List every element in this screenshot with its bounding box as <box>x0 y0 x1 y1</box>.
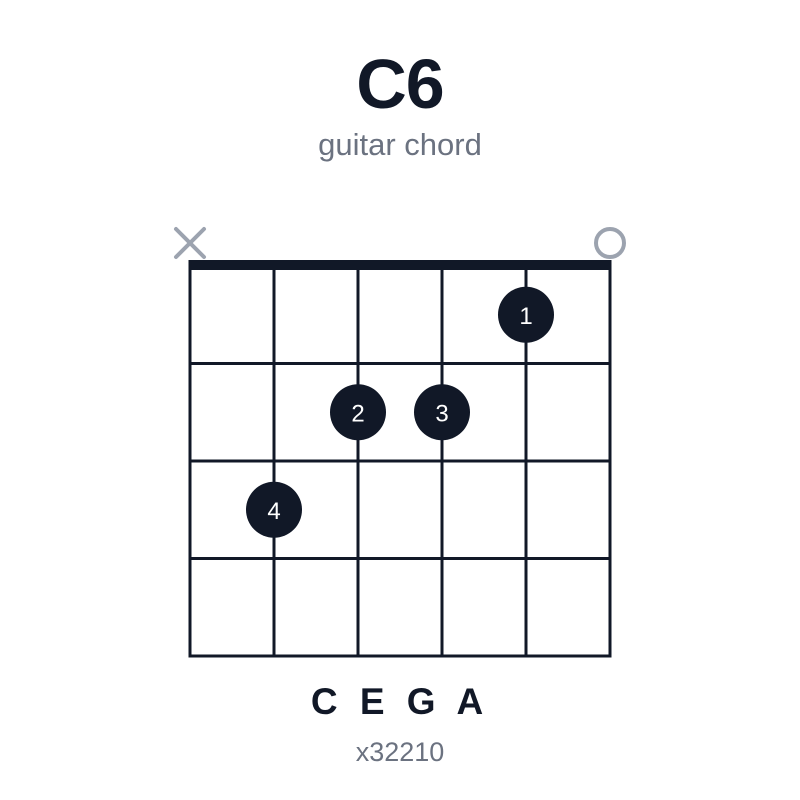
chord-name: C6 <box>356 45 444 123</box>
finger-dot-3: 3 <box>414 384 470 441</box>
open-string-icon <box>594 227 626 259</box>
chord-type-label: guitar chord <box>318 127 482 162</box>
chord-fingering: x32210 <box>355 737 445 767</box>
finger-dot-4: 4 <box>246 481 302 538</box>
nut <box>188 260 612 270</box>
finger-number: 4 <box>267 498 280 525</box>
muted-string-icon <box>174 227 206 259</box>
finger-dot-1: 1 <box>498 286 554 343</box>
finger-number: 1 <box>519 303 532 330</box>
finger-dot-2: 2 <box>330 384 386 441</box>
finger-number: 3 <box>435 400 448 427</box>
finger-number: 2 <box>351 400 364 427</box>
chord-notes: C E G A <box>310 681 490 722</box>
